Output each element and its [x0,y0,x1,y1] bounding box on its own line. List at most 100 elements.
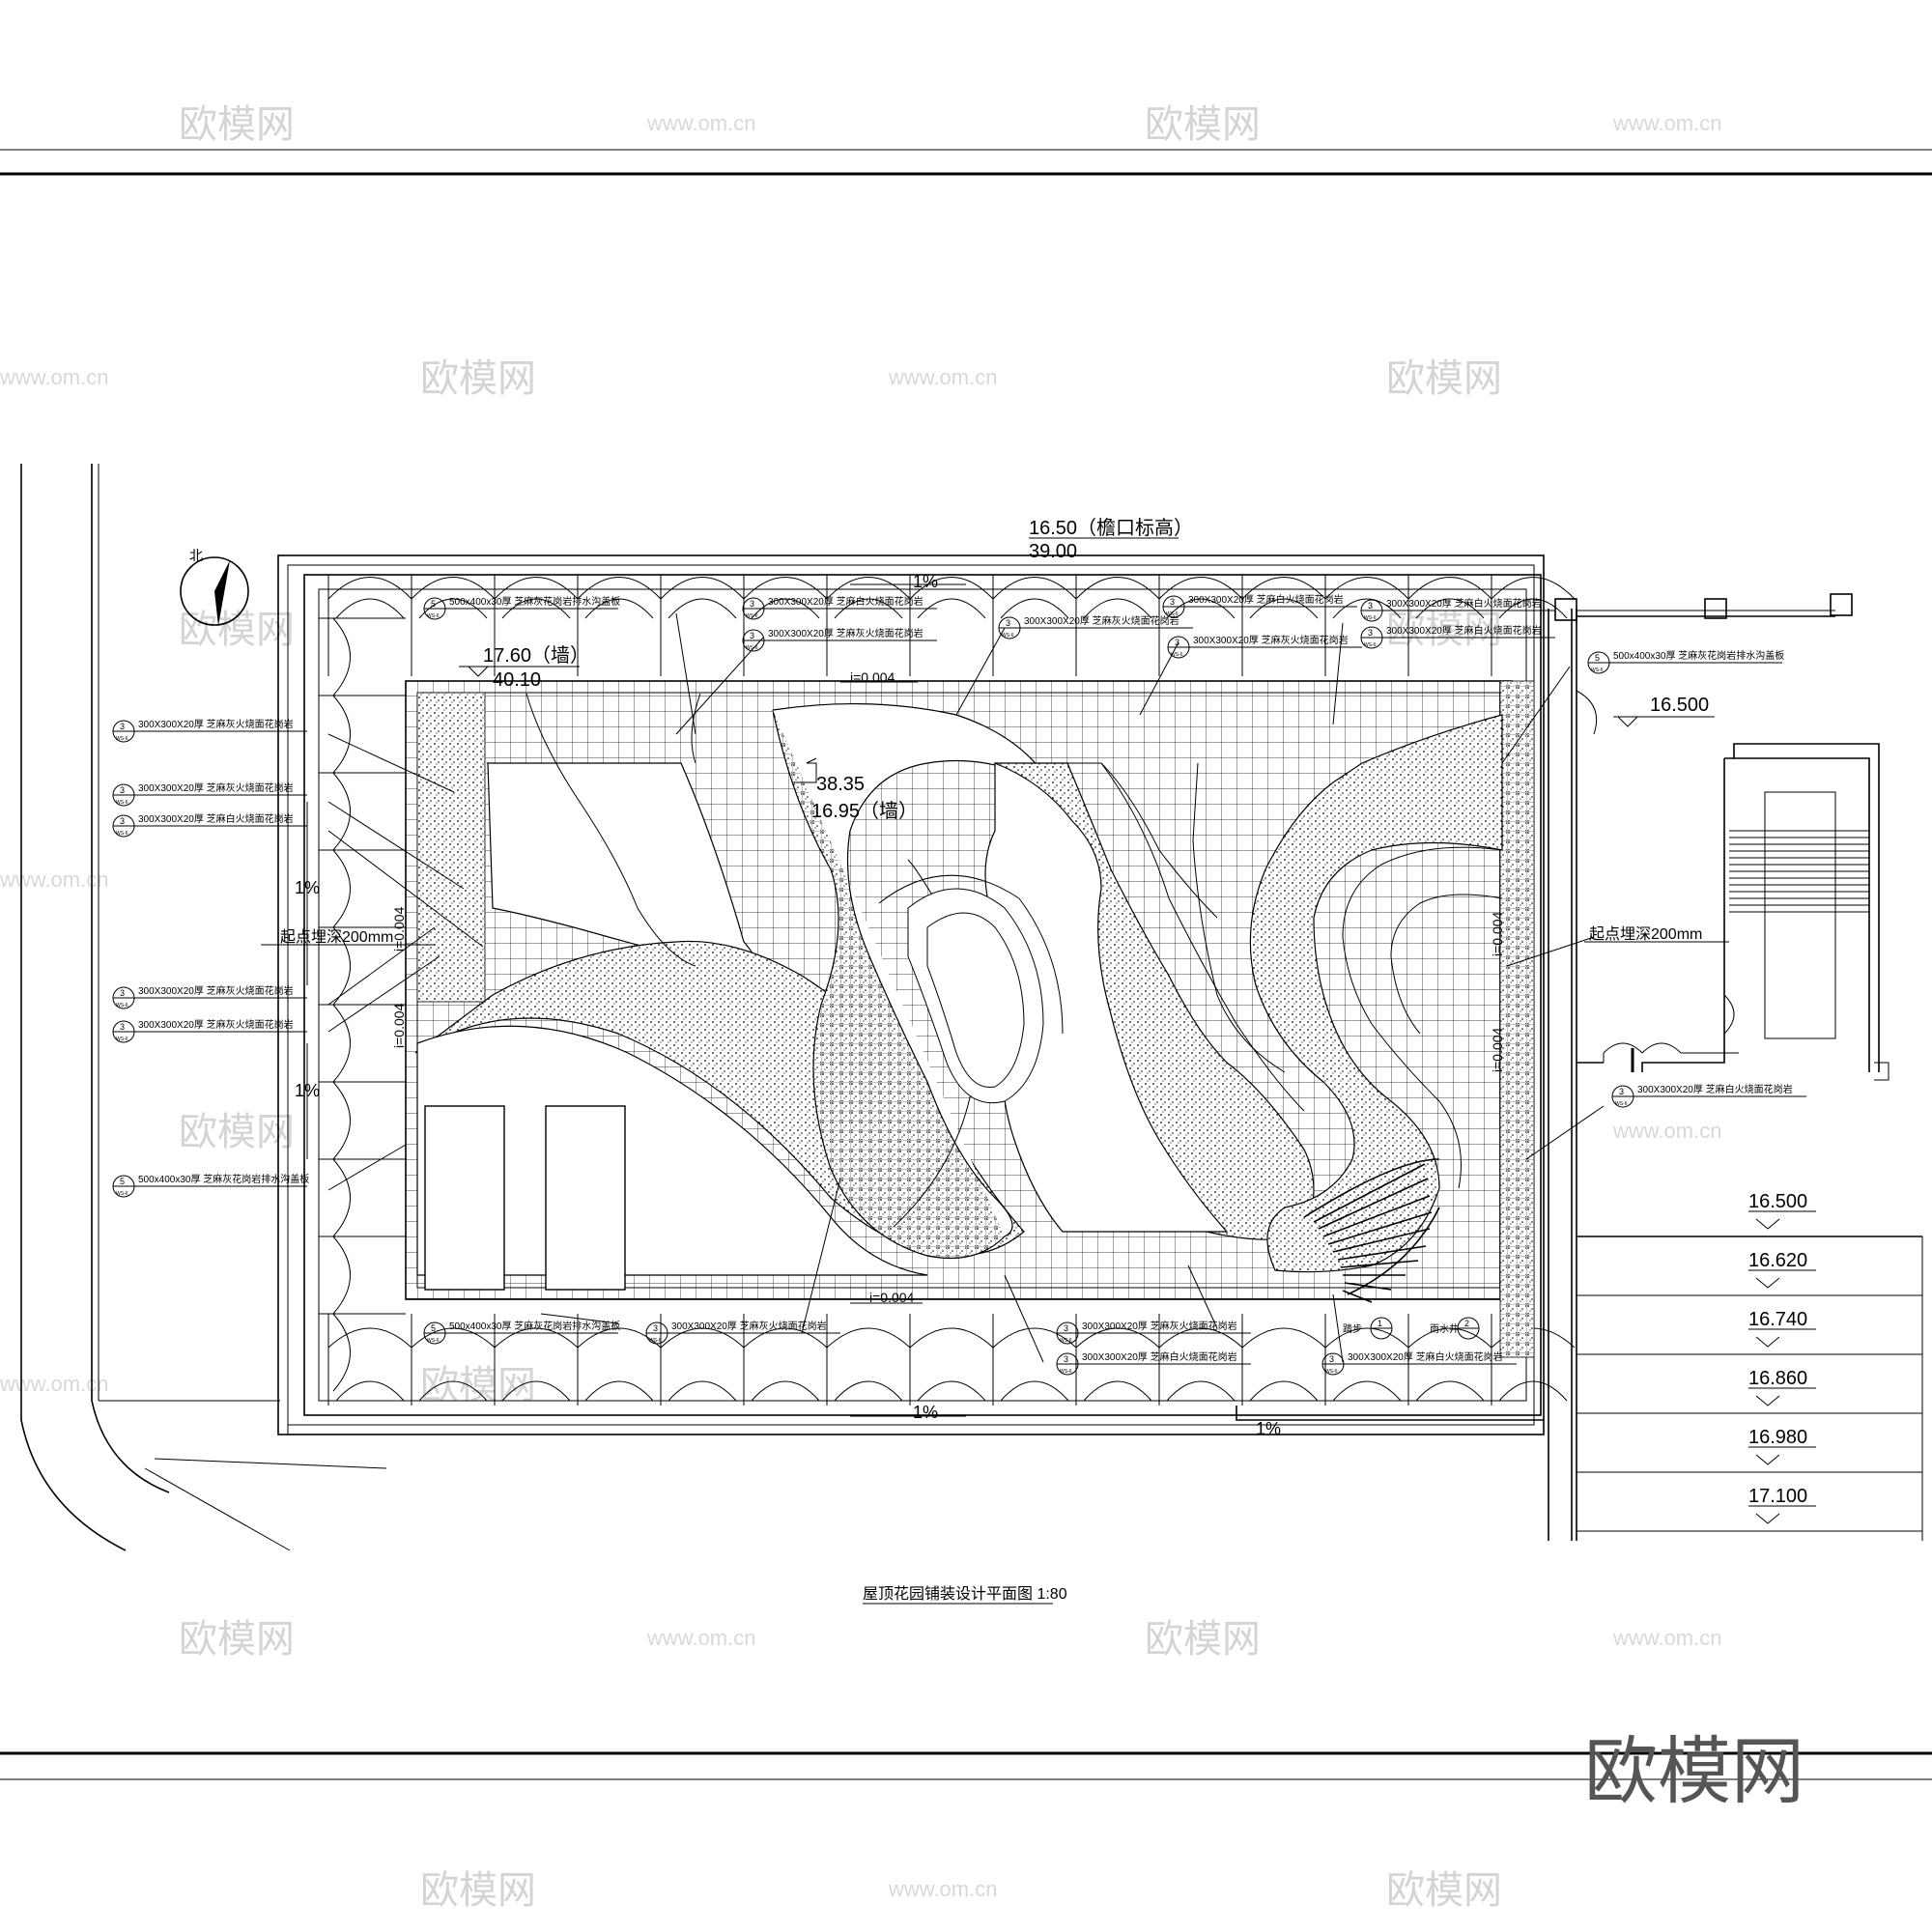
callout-text: 300X300X20厚 芝麻灰火烧面花岗岩 [1193,634,1349,646]
scallop-bottom-inner [418,1380,488,1402]
sheet-number: WS-6 [1364,642,1377,648]
callout-text: 300X300X20厚 芝麻灰火烧面花岗岩 [768,627,923,639]
scallop-bottom [1324,1327,1409,1349]
watermark-url: www.om.cn [646,1626,755,1650]
scallop-bottom-inner [751,1380,820,1402]
watermark-brand: 欧模网 [420,356,536,401]
scallop-top [992,577,1077,600]
scallop-bottom-inner [1166,1380,1236,1402]
detail-number: 1 [1378,1319,1382,1328]
callout-text: 300X300X20厚 芝麻灰火烧面花岗岩 [138,781,294,794]
stair-building [1548,593,1923,1541]
watermark-url: www.om.cn [1612,1626,1721,1650]
scallop-bottom [826,1327,911,1349]
callout-text: 300X300X20厚 芝麻灰火烧面花岗岩 [1024,614,1179,627]
elevation-marker [1755,1218,1780,1230]
watermark-url: www.om.cn [888,1877,997,1901]
scallop-bottom-inner [335,1380,405,1402]
scallop-bottom-inner [584,1380,654,1402]
scallop-top-inner [501,598,571,619]
callout-text: 500x400x30厚 芝麻灰花岗岩排水沟盖板 [1613,649,1784,662]
elev-center-b: 16.95（墙） [811,800,918,822]
watermark-url: www.om.cn [0,1372,108,1396]
scallop-top-inner [335,598,405,619]
detail-number: 3 [1329,1354,1334,1364]
scallop-bottom-inner [1498,1380,1568,1402]
sheet-number: WS-6 [1002,633,1014,639]
scallop-bottom [1241,1327,1326,1349]
scallop-bottom-inner [501,1380,571,1402]
scallop-left [332,772,351,851]
watermark-brand: 欧模网 [420,1868,536,1913]
sheet-number: WS-6 [746,645,758,651]
watermark-brand: 欧模网 [420,1363,536,1407]
detail-number: 3 [120,785,125,795]
scallop-bottom [660,1327,745,1349]
stair-elevation: 16.860 [1748,1368,1807,1389]
watermark-brand: 欧模网 [1145,1617,1261,1662]
detail-number: 5 [431,1323,436,1333]
paving-area [405,680,1535,1358]
callout-text: 300X300X20厚 芝麻白火烧面花岗岩 [1386,597,1542,610]
watermark-brand: 欧模网 [179,1617,295,1662]
scallop-top-inner [418,598,488,619]
scallop-top [1324,577,1409,600]
sheet-number: WS-6 [116,1003,128,1009]
sheet-number: WS-6 [1060,1338,1072,1344]
detail-number: 3 [653,1323,658,1333]
scallop-bottom [1407,1327,1492,1349]
scallop-left [332,1158,351,1237]
callout-text: 300X300X20厚 芝麻白火烧面花岗岩 [1637,1083,1793,1095]
scallop-top-inner [584,598,654,619]
sheet-number: WS-6 [116,1191,128,1197]
detail-number: 3 [1368,628,1373,638]
sheet-number: WS-6 [1364,615,1377,621]
watermark-brand: 欧模网 [179,608,295,652]
stair-elevation: 16.740 [1748,1309,1807,1330]
scallop-bottom [1158,1327,1243,1349]
start-depth-left: 起点埋深200mm [280,928,393,946]
scallop-bottom-inner [1083,1380,1152,1402]
scallop-top [411,577,496,600]
elevation-marker [1755,1513,1780,1524]
watermark-brand: 欧模网 [1145,102,1261,147]
elev-tl-a: 17.60（墙） [483,644,589,667]
callout-text: 300X300X20厚 芝麻灰火烧面花岗岩 [138,984,294,997]
detail-number: 3 [1006,618,1010,628]
sheet-number: WS-6 [116,1037,128,1042]
scallop-bottom [992,1327,1077,1349]
detail-number: 3 [120,1022,125,1032]
scallop-top-inner [668,598,737,619]
scallop-bottom [577,1327,662,1349]
callout-text: 300X300X20厚 芝麻灰火烧面花岗岩 [671,1320,827,1332]
sheet-number: WS-6 [1166,611,1179,617]
scallop-top [743,577,828,600]
scallop-bottom-inner [668,1380,737,1402]
scallop-top-inner [1000,598,1069,619]
road-outline [20,464,387,1551]
watermark-brand: 欧模网 [179,102,295,147]
elevation-marker [1755,1277,1780,1289]
north-arrow: 北 [180,548,249,626]
watermark-url: www.om.cn [888,365,997,389]
sheet-number: WS-6 [1060,1369,1072,1375]
sheet-number: WS-6 [116,800,128,806]
watermark-url: www.om.cn [646,111,755,135]
scallop-top [909,577,994,600]
start-depth-right: 起点埋深200mm [1589,925,1702,943]
stair-elevation: 16.980 [1748,1427,1807,1448]
scallop-top [577,577,662,600]
tag-text: 雨水井 [1430,1322,1459,1335]
eave-elevation: 16.50（檐口标高） [1029,517,1193,539]
callout-text: 300X300X20厚 芝麻灰火烧面花岗岩 [138,1018,294,1031]
callout-text: 300X300X20厚 芝麻灰火烧面花岗岩 [138,718,294,730]
detail-number: 3 [120,816,125,826]
